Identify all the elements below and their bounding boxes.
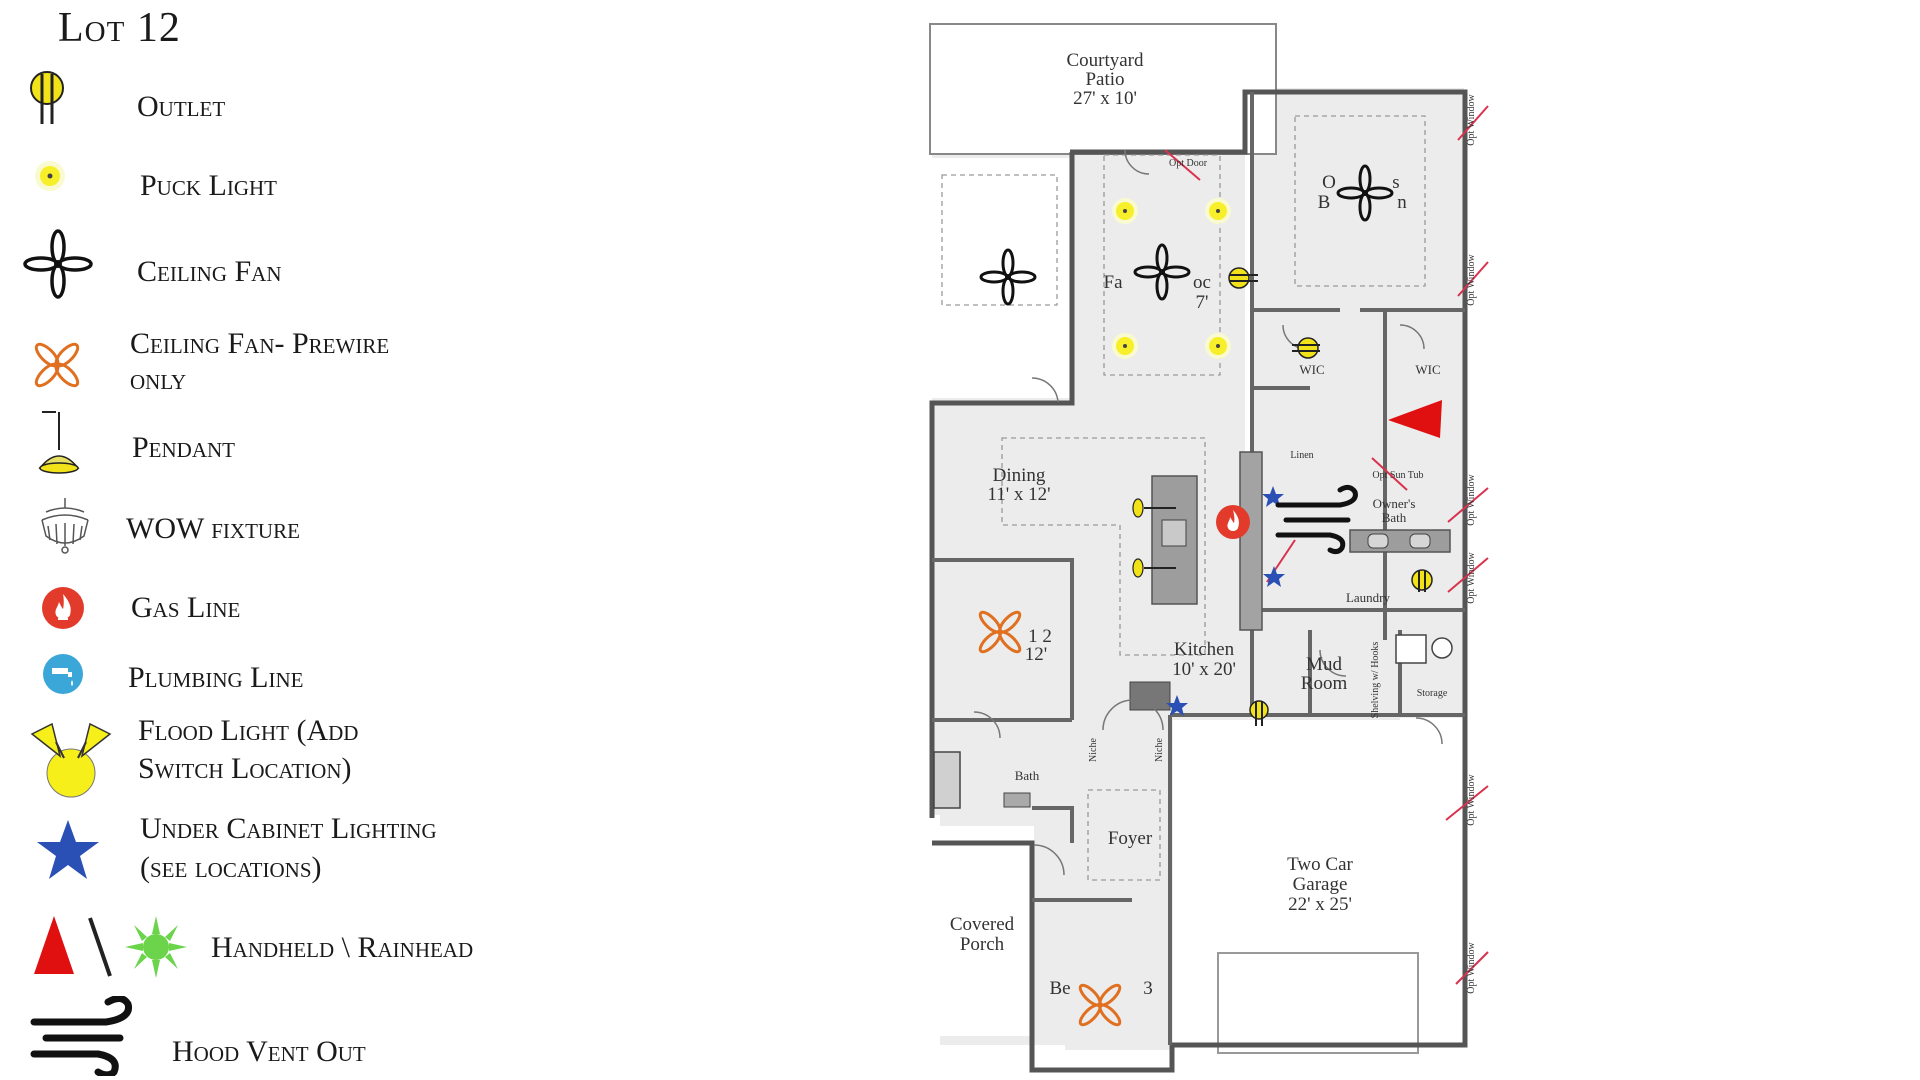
courtyard-patio-label-2: Patio [1085,69,1124,90]
legend-pendant-label: Pendant [132,431,236,464]
owners-bedroom-label-a: O [1322,172,1336,193]
legend-ceiling-fan-prewire-label-2: only [130,363,187,396]
storage-label: Storage [1417,688,1448,699]
pendant-marker-2 [1132,558,1176,578]
outlet-marker-1 [1228,267,1258,289]
pendant-icon [38,411,80,474]
opt-window-label-5: Opt Window [1466,774,1477,826]
wow-fixture-icon [41,498,89,554]
ceiling-fan-prewire-icon [34,342,80,388]
legend-hood-vent-label: Hood Vent Out [172,1035,366,1068]
handheld-rainhead-icon [34,916,187,978]
niche-label-2: Niche [1154,738,1165,762]
covered-porch-label-2: Porch [960,934,1005,955]
opt-window-label-6: Opt Window [1466,942,1477,994]
opt-window-label-3: Opt Window [1466,474,1477,526]
owners-bedroom-label-b: s [1392,172,1399,193]
plan-title: Lot 12 [58,5,181,51]
gas-line-marker [1216,505,1250,539]
flood-light-icon [30,722,112,798]
family-room-label-b: oc [1193,272,1211,293]
garage-label-2: Garage [1293,874,1348,895]
plumbing-line-icon [43,654,83,694]
dining-label: Dining [993,465,1046,486]
puck-light-4 [1205,333,1231,359]
floor-plan: Courtyard Patio 27' x 10' O s B n Opt Do… [929,23,1489,1073]
opt-window-label-2: Opt Window [1466,254,1477,306]
puck-light-1 [1112,198,1138,224]
legend-under-cabinet-label-1: Under Cabinet Lighting [140,812,437,845]
opt-sun-tub-label: Opt Sun Tub [1372,470,1423,481]
opt-door-label: Opt Door [1169,158,1208,169]
under-cabinet-icon [37,820,99,879]
kitchen-counter [1239,451,1263,631]
legend-plumbing-line-label: Plumbing Line [128,661,304,694]
outlet-marker-2 [1292,337,1320,359]
bedroom-2-label-b: 12' [1025,644,1047,665]
opt-window-label-4: Opt Window [1466,552,1477,604]
outlet-marker-4 [1249,700,1269,726]
legend-flood-light-label-1: Flood Light (Add [138,714,359,747]
family-room-label-a: Fa [1104,272,1124,293]
owners-bath-label-1: Owner's [1373,496,1416,511]
legend-ceiling-fan-label: Ceiling Fan [137,255,282,288]
courtyard-patio-label-1: Courtyard [1066,50,1144,71]
bedroom-2-label-a: 1 2 [1028,626,1052,647]
laundry-label: Laundry [1346,590,1391,605]
bedroom-3-label-a: Be [1049,978,1070,999]
garage-label-1: Two Car [1287,854,1353,875]
puck-light-3 [1112,333,1138,359]
linen-label: Linen [1290,450,1313,461]
foyer-label: Foyer [1108,828,1153,849]
bedroom-3-label-b: 3 [1143,978,1153,999]
shelving-label: Shelving w/ Hooks [1370,642,1381,719]
legend-wow-fixture-label: WOW fixture [126,512,300,545]
legend-gas-line-label: Gas Line [131,591,241,624]
garage-size: 22' x 25' [1288,894,1352,915]
owners-bedroom-label-c: B [1318,192,1331,213]
legend-handheld-rainhead-label: Handheld \ Rainhead [211,931,474,964]
opt-window-label-1: Opt Window [1466,94,1477,146]
puck-light-2 [1205,198,1231,224]
family-room-label-c: 7' [1196,292,1209,313]
hood-vent-marker [1275,484,1358,555]
wic-right-label: WIC [1415,362,1440,377]
legend-puck-light-label: Puck Light [140,169,277,202]
wic-left-label: WIC [1299,362,1324,377]
legend-ceiling-fan-prewire-label-1: Ceiling Fan- Prewire [130,327,390,360]
handheld-shower-marker [1388,400,1442,438]
mud-room-label-2: Room [1301,673,1348,694]
legend-outlet-label: Outlet [137,90,226,123]
ceiling-fan-icon [23,229,93,299]
legend-under-cabinet-label-2: (see locations) [140,851,322,884]
kitchen-label: Kitchen [1174,639,1235,660]
gas-line-icon [42,587,84,629]
hood-vent-icon [30,996,133,1076]
dining-size: 11' x 12' [987,484,1050,505]
puck-light-icon [35,161,65,191]
legend-flood-light-label-2: Switch Location) [138,752,352,785]
covered-porch-label-1: Covered [950,914,1015,935]
owners-bedroom-label-d: n [1397,192,1407,213]
owners-bath-label-2: Bath [1382,510,1407,525]
outlet-icon [30,71,64,124]
mud-room-label-1: Mud [1306,654,1342,675]
niche-label-1: Niche [1088,738,1099,762]
courtyard-patio [929,23,1277,155]
outlet-marker-3 [1411,569,1433,592]
kitchen-size: 10' x 20' [1172,659,1236,680]
courtyard-patio-size: 27' x 10' [1073,88,1137,109]
bath-label: Bath [1015,768,1040,783]
pendant-marker-1 [1132,498,1176,518]
